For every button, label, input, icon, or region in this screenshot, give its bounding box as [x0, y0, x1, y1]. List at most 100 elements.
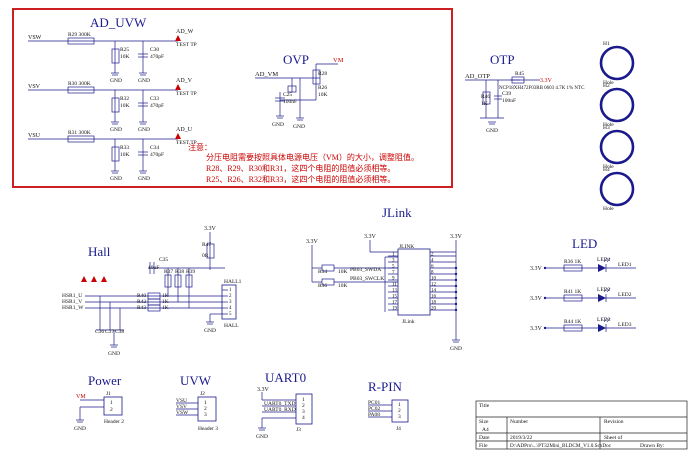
- uart-wiring: [258, 392, 296, 431]
- ad-uvw-cap: C30: [150, 47, 159, 53]
- jlink-pin-right: 18: [431, 301, 437, 306]
- ad-uvw-input: VSU: [28, 133, 41, 139]
- uart-connector: [295, 393, 313, 425]
- test-point-icon: [175, 84, 181, 90]
- power-pin-1: 1: [110, 400, 113, 406]
- uvw-pin-1: 1: [204, 400, 207, 406]
- hall-cap-item: C38: [115, 329, 124, 335]
- hall-net: HSR1_V: [62, 299, 82, 305]
- led-ref: LED1: [597, 257, 611, 263]
- ad-uvw-r-bot-val: 10K: [120, 103, 130, 109]
- otp-gnd: GND: [486, 128, 498, 134]
- jlink-pin-right: 2: [431, 253, 434, 258]
- sheet-label: Sheet of: [604, 434, 622, 441]
- rpin-net-1: PC01: [368, 400, 380, 406]
- jlink-vcc-top: 3.3V: [364, 234, 377, 240]
- rpin-pin-1: 1: [398, 402, 401, 408]
- otp-r-bot: R46: [481, 94, 490, 100]
- led-title: LED: [572, 236, 597, 251]
- jlink-wiring: [311, 240, 460, 343]
- date-value: 2019/3/22: [510, 435, 533, 441]
- hall-pullup: R38: [175, 269, 184, 275]
- jlink-pin-left: 19: [392, 307, 398, 312]
- rpin-title: R-PIN: [368, 379, 403, 394]
- jlink-r-b-val: 10K: [338, 283, 348, 289]
- rpin-ref: J4: [396, 426, 401, 432]
- jlink-pin-left: 17: [392, 301, 398, 306]
- jlink-pin-right: 8: [431, 271, 434, 276]
- hall-series-val: 1K: [162, 293, 169, 299]
- test-point-icon: [101, 276, 107, 282]
- jlink-pin-left: 1: [392, 253, 395, 258]
- hall-cap-item: C37: [105, 329, 114, 335]
- ovp-r-bot-val: 10K: [318, 92, 328, 98]
- uvw-part: Header 3: [198, 426, 218, 432]
- hole-icon: [599, 129, 635, 165]
- hall-wiring: [85, 232, 225, 348]
- power-gnd: GND: [74, 426, 86, 432]
- hole-icon: [599, 171, 635, 207]
- hall-cap: C35: [159, 257, 168, 263]
- hall-r-pull-val: 0R: [202, 253, 209, 259]
- date-label: Date: [479, 435, 490, 441]
- led-vcc: 3.3V: [530, 266, 543, 272]
- drawn-by-label: Drawn By:: [640, 443, 665, 449]
- jlink-pin-left: 13: [392, 289, 398, 294]
- ad-uvw-frame: [12, 8, 453, 188]
- uvw-wiring: [176, 402, 198, 416]
- title-label: Title: [479, 403, 490, 409]
- jlink-pin-right: 20: [431, 307, 437, 312]
- jlink-net-a: PB03_SWDA: [350, 267, 381, 273]
- hall-r-pull: R47: [202, 242, 211, 248]
- ad-uvw-gnd-b: GND: [138, 78, 150, 84]
- led-icon: [598, 264, 606, 272]
- uvw-net-2: VSV: [176, 404, 187, 410]
- junction-dot: [454, 284, 458, 288]
- junction-dot: [454, 278, 458, 282]
- ovp-r-top: R28: [318, 71, 327, 77]
- rpin-pin-3: 3: [398, 414, 401, 420]
- ad-uvw-r-bot-val: 10K: [120, 54, 130, 60]
- junction-dot: [543, 326, 547, 330]
- hole-label: Hole: [603, 164, 614, 170]
- uart-gnd: GND: [256, 434, 268, 440]
- otp-r-top: R45: [515, 71, 524, 77]
- hall-series: R42: [137, 299, 146, 305]
- ovp-cap-val: 100nF: [283, 99, 297, 105]
- jlink-pin-left: 7: [392, 271, 395, 276]
- uart-pin-2: 2: [302, 403, 305, 409]
- ovp-gnd-b: GND: [293, 124, 305, 130]
- ad-uvw-cap-val: 470pF: [150, 54, 164, 60]
- jlink-header: JLINK: [399, 244, 414, 250]
- test-point-icon: [91, 276, 97, 282]
- junction-dot: [454, 308, 458, 312]
- junction-dot: [454, 290, 458, 294]
- ad-uvw-net: AD_U: [176, 127, 193, 133]
- rpin-pin-2: 2: [398, 408, 401, 414]
- power-wiring: [76, 399, 104, 423]
- power-vm: VM: [76, 394, 86, 400]
- led-ref: LED2: [597, 287, 611, 293]
- uart-pin-4: 4: [302, 415, 305, 421]
- otp-ntc: NCP18XH472F03RB 0603 4.7K 1% NTC: [499, 86, 585, 91]
- rpin-wiring: [368, 404, 392, 418]
- led-net: LED1: [618, 262, 632, 268]
- jlink-connector: [397, 248, 431, 316]
- uvw-title: UVW: [180, 373, 212, 388]
- jlink-pin-right: 14: [431, 289, 437, 294]
- hole-ref: H2: [603, 83, 610, 89]
- otp-vcc: 3.3V: [540, 78, 553, 84]
- ad-uvw-test-tp: TEST TP: [176, 140, 197, 146]
- ad-uvw-r-bot: R25: [120, 47, 129, 53]
- note-line-3: R28、R29、R30和R31，这四个电阻的阻值必须相等。: [206, 163, 395, 173]
- led-res: R41 1K: [564, 289, 581, 295]
- ad-uvw-gnd-a: GND: [110, 127, 122, 133]
- junction-dot: [454, 296, 458, 300]
